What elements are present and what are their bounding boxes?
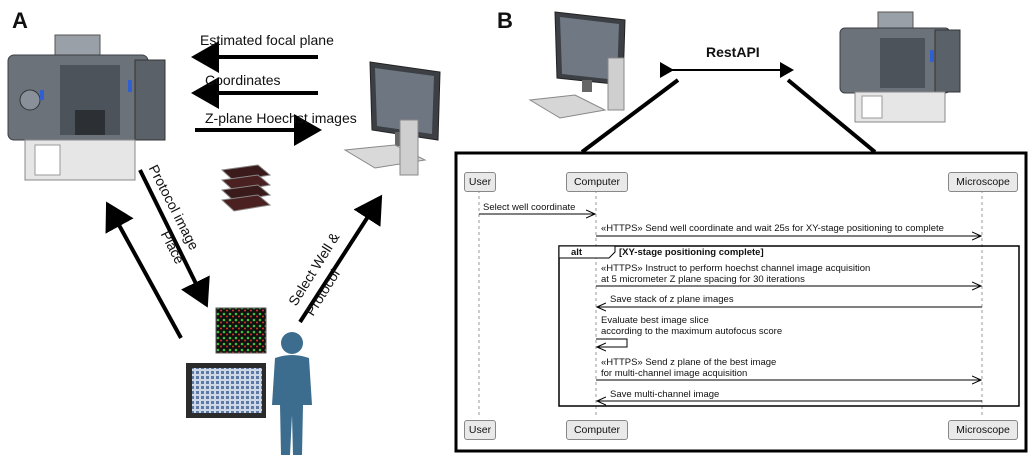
cell-image-icon [215,307,267,354]
save-stack-message: Save stack of z plane images [610,294,734,305]
computer-a-icon [343,61,441,176]
actor-microscope-bottom: Microscope [948,420,1018,440]
restapi-label: RestAPI [706,44,760,60]
image-stack-icon [220,164,272,212]
panel-b-label: B [497,8,513,33]
actor-user-bottom: User [464,420,496,440]
send-z-message-line1: «HTTPS» Send z plane of the best image [601,357,777,368]
select-well-message: Select well coordinate [483,202,576,213]
person-icon [272,332,312,455]
evaluate-self-arrow [596,338,628,347]
alt-fragment [558,245,1020,407]
alt-tab [558,245,616,259]
microscope-b-icon [839,11,961,123]
evaluate-message-line2: according to the maximum autofocus score [601,326,783,337]
send-z-message-line2: for multi-channel image acquisition [601,368,748,379]
coordinates-label: Coordinates [205,72,281,88]
select-well-arrow [298,194,383,324]
save-multi-message: Save multi-channel image [610,389,720,400]
protocol-image-arrow [138,169,210,308]
evaluate-message-line1: Evaluate best image slice [601,315,709,326]
actor-user-top: User [464,172,496,192]
instruct-message-line1: «HTTPS» Instruct to perform hoechst chan… [601,263,871,274]
alt-label: alt [571,247,583,258]
place-arrow [105,201,183,339]
alt-condition: [XY-stage positioning complete] [619,247,764,258]
computer-b-icon [528,11,626,119]
panel-a-label: A [12,8,28,33]
actor-microscope-top: Microscope [948,172,1018,192]
actor-computer-bottom: Computer [566,420,628,440]
actor-computer-top: Computer [566,172,628,192]
instruct-message-line2: at 5 micrometer Z plane spacing for 30 i… [601,274,805,285]
zoom-line-right [786,78,877,154]
send-well-message: «HTTPS» Send well coordinate and wait 25… [601,223,944,234]
estimated-focal-plane-label: Estimated focal plane [200,32,334,48]
well-plate-icon [186,363,266,418]
zoom-line-left [580,78,680,154]
zplane-images-label: Z-plane Hoechst images [205,110,357,126]
microscope-a-icon [7,34,166,181]
